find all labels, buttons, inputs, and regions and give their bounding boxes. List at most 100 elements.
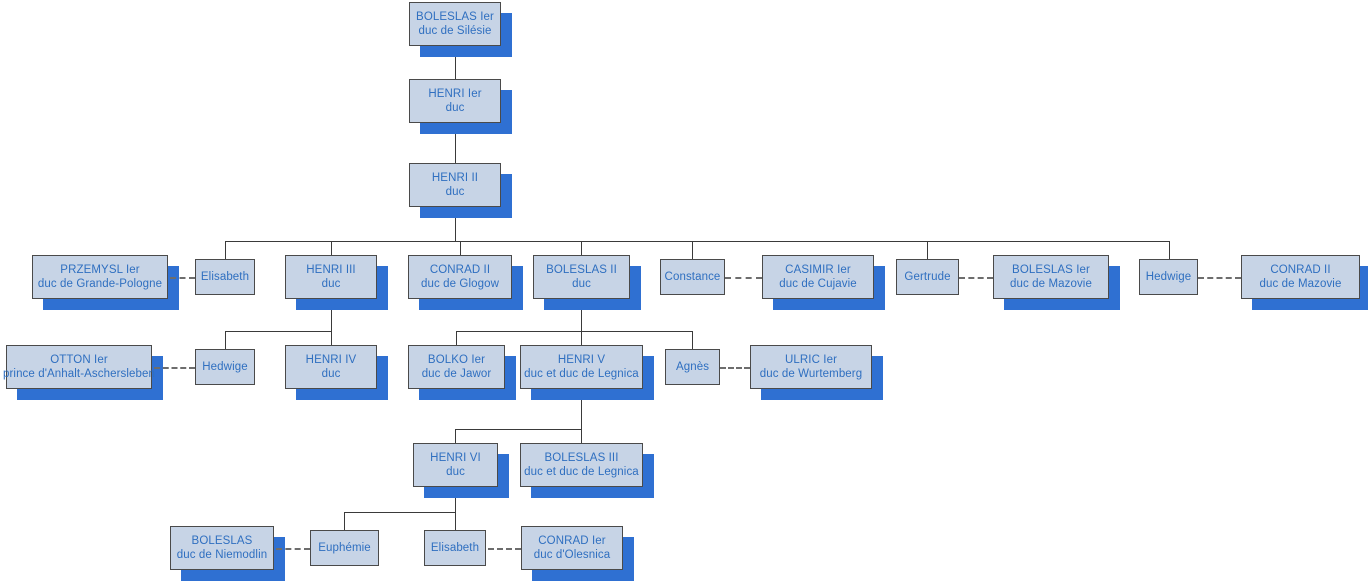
node-subtitle: duc de Mazovie	[1259, 278, 1342, 290]
bus-boleslas2-children	[456, 331, 693, 332]
node-boleslas2[interactable]: BOLESLAS II duc	[533, 255, 630, 299]
node-title: Agnès	[675, 361, 710, 373]
node-przemysl1[interactable]: PRZEMYSL Ier duc de Grande-Pologne	[32, 255, 168, 299]
node-title: Constance	[664, 271, 721, 283]
node-subtitle: duc de Wurtemberg	[759, 368, 863, 380]
node-henri1[interactable]: HENRI Ier duc	[409, 79, 501, 123]
node-conrad2maz[interactable]: CONRAD II duc de Mazovie	[1241, 255, 1360, 299]
node-title: CASIMIR Ier	[785, 264, 851, 276]
node-subtitle: duc	[446, 466, 465, 478]
node-ulric1[interactable]: ULRIC Ier duc de Wurtemberg	[750, 345, 872, 389]
node-title: HENRI II	[431, 172, 479, 184]
node-title: PRZEMYSL Ier	[60, 264, 140, 276]
node-title: Elisabeth	[200, 271, 250, 283]
node-title: CONRAD Ier	[538, 535, 606, 547]
node-title: Hedwige	[202, 361, 248, 373]
marriage-link	[725, 277, 762, 279]
node-title: HENRI III	[306, 264, 356, 276]
connector-henri2-bus	[455, 207, 456, 241]
marriage-link	[959, 277, 993, 279]
drop-gertrude	[927, 241, 928, 259]
drop-hedwige2	[1169, 241, 1170, 259]
bus-generation-2	[225, 241, 1169, 242]
node-henri3[interactable]: HENRI III duc	[285, 255, 377, 299]
node-subtitle: duc de Grande-Pologne	[37, 278, 163, 290]
drop-henri6	[455, 429, 456, 443]
node-subtitle: duc de Cujavie	[779, 278, 857, 290]
node-title: BOLESLAS Ier	[1012, 264, 1090, 276]
drop-hedwige1	[225, 331, 226, 349]
node-subtitle: duc de Glogow	[420, 278, 499, 290]
connector-henri1-henri2	[455, 123, 456, 163]
node-euphemie[interactable]: Euphémie	[310, 530, 379, 566]
drop-boleslas3	[581, 429, 582, 443]
node-title: HENRI V	[557, 354, 606, 366]
node-title: Elisabeth	[430, 542, 480, 554]
node-title: HENRI VI	[430, 452, 481, 464]
connector-henri3-bus	[331, 299, 332, 331]
bus-henri3-children	[225, 331, 332, 332]
node-title: Euphémie	[318, 542, 371, 554]
node-hedwige2[interactable]: Hedwige	[1139, 259, 1198, 295]
node-bolko1[interactable]: BOLKO Ier duc de Jawor	[408, 345, 505, 389]
drop-constance	[692, 241, 693, 259]
drop-elisabeth2	[455, 512, 456, 530]
node-title: BOLESLAS Ier	[416, 11, 494, 23]
node-boleslas1[interactable]: BOLESLAS Ier duc de Silésie	[409, 2, 501, 46]
connector-boleslas1-henri1	[455, 46, 456, 79]
node-title: BOLESLAS II	[546, 264, 617, 276]
bus-henri6-children	[344, 512, 456, 513]
node-title: CONRAD II	[1270, 264, 1331, 276]
node-title: ULRIC Ier	[784, 354, 838, 366]
node-subtitle: duc	[321, 368, 341, 380]
marriage-link	[488, 548, 521, 550]
node-subtitle: prince d'Anhalt-Aschersleben	[2, 368, 156, 380]
drop-euphemie	[344, 512, 345, 530]
node-subtitle: duc de Jawor	[421, 368, 492, 380]
node-subtitle: duc	[445, 102, 465, 114]
drop-elisabeth1	[225, 241, 226, 259]
node-casimir1[interactable]: CASIMIR Ier duc de Cujavie	[762, 255, 874, 299]
drop-henri5	[581, 331, 582, 345]
node-henri5[interactable]: HENRI V duc et duc de Legnica	[520, 345, 643, 389]
node-subtitle: duc et duc de Legnica	[524, 368, 639, 380]
node-henri6[interactable]: HENRI VI duc	[413, 443, 498, 487]
node-subtitle: duc et duc de Legnica	[524, 466, 639, 478]
node-subtitle: duc de Niemodlin	[176, 549, 268, 561]
node-title: OTTON Ier	[50, 354, 108, 366]
drop-conrad2glogow	[460, 241, 461, 255]
node-henri2[interactable]: HENRI II duc	[409, 163, 501, 207]
connector-henri6-bus	[455, 487, 456, 512]
node-elisabeth2[interactable]: Elisabeth	[424, 530, 486, 566]
node-subtitle: duc d'Olesnica	[533, 549, 611, 561]
marriage-link	[154, 367, 195, 369]
node-otton1[interactable]: OTTON Ier prince d'Anhalt-Aschersleben	[2, 345, 156, 389]
marriage-link	[720, 367, 750, 369]
node-constance[interactable]: Constance	[660, 259, 725, 295]
drop-boleslas2	[581, 241, 582, 255]
node-subtitle: duc	[321, 278, 341, 290]
node-subtitle: duc	[445, 186, 465, 198]
node-subtitle: duc de Mazovie	[1010, 278, 1092, 290]
marriage-link	[1198, 277, 1241, 279]
node-elisabeth1[interactable]: Elisabeth	[195, 259, 255, 295]
node-title: BOLKO Ier	[427, 354, 486, 366]
node-hedwige1[interactable]: Hedwige	[195, 349, 255, 385]
node-subtitle: duc	[572, 278, 591, 290]
drop-henri4	[331, 331, 332, 345]
node-boleslas1maz[interactable]: BOLESLAS Ier duc de Mazovie	[993, 255, 1109, 299]
node-title: HENRI Ier	[428, 88, 482, 100]
node-conrad1ole[interactable]: CONRAD Ier duc d'Olesnica	[521, 526, 623, 570]
drop-agnes	[692, 331, 693, 349]
marriage-link	[276, 548, 310, 550]
node-subtitle: duc de Silésie	[418, 25, 492, 37]
drop-henri3	[331, 241, 332, 255]
node-title: Gertrude	[904, 271, 951, 283]
node-gertrude[interactable]: Gertrude	[896, 259, 959, 295]
node-agnes[interactable]: Agnès	[665, 349, 720, 385]
